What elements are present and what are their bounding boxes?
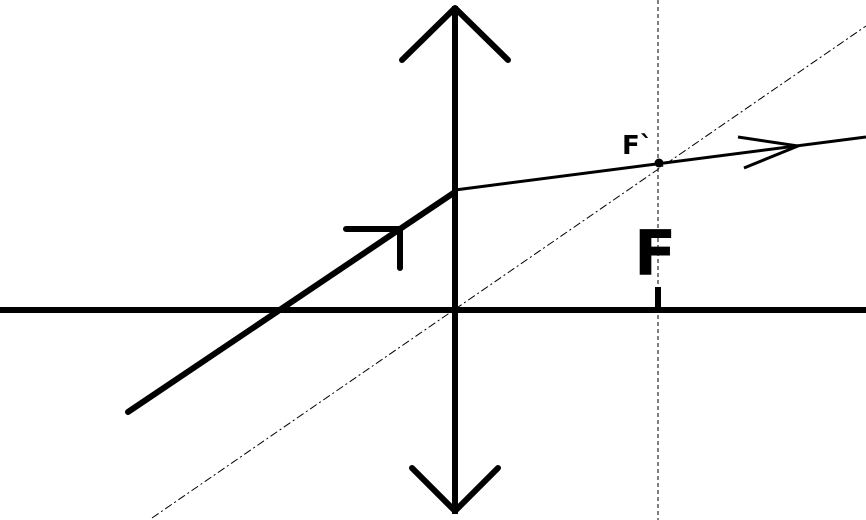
focus-label: F (634, 217, 676, 290)
lens-bottom-arrowhead (409, 465, 501, 514)
focal-plane-intersection-point (654, 158, 664, 168)
image-focus-label: F` (622, 131, 653, 161)
lens-top-arrowhead (399, 5, 511, 63)
incident-ray-arrowhead (343, 226, 403, 271)
incident-ray (125, 189, 458, 415)
refracted-ray-arrowhead (737, 135, 800, 170)
auxiliary-ray-line (151, 25, 866, 519)
converging-lens (399, 5, 511, 514)
